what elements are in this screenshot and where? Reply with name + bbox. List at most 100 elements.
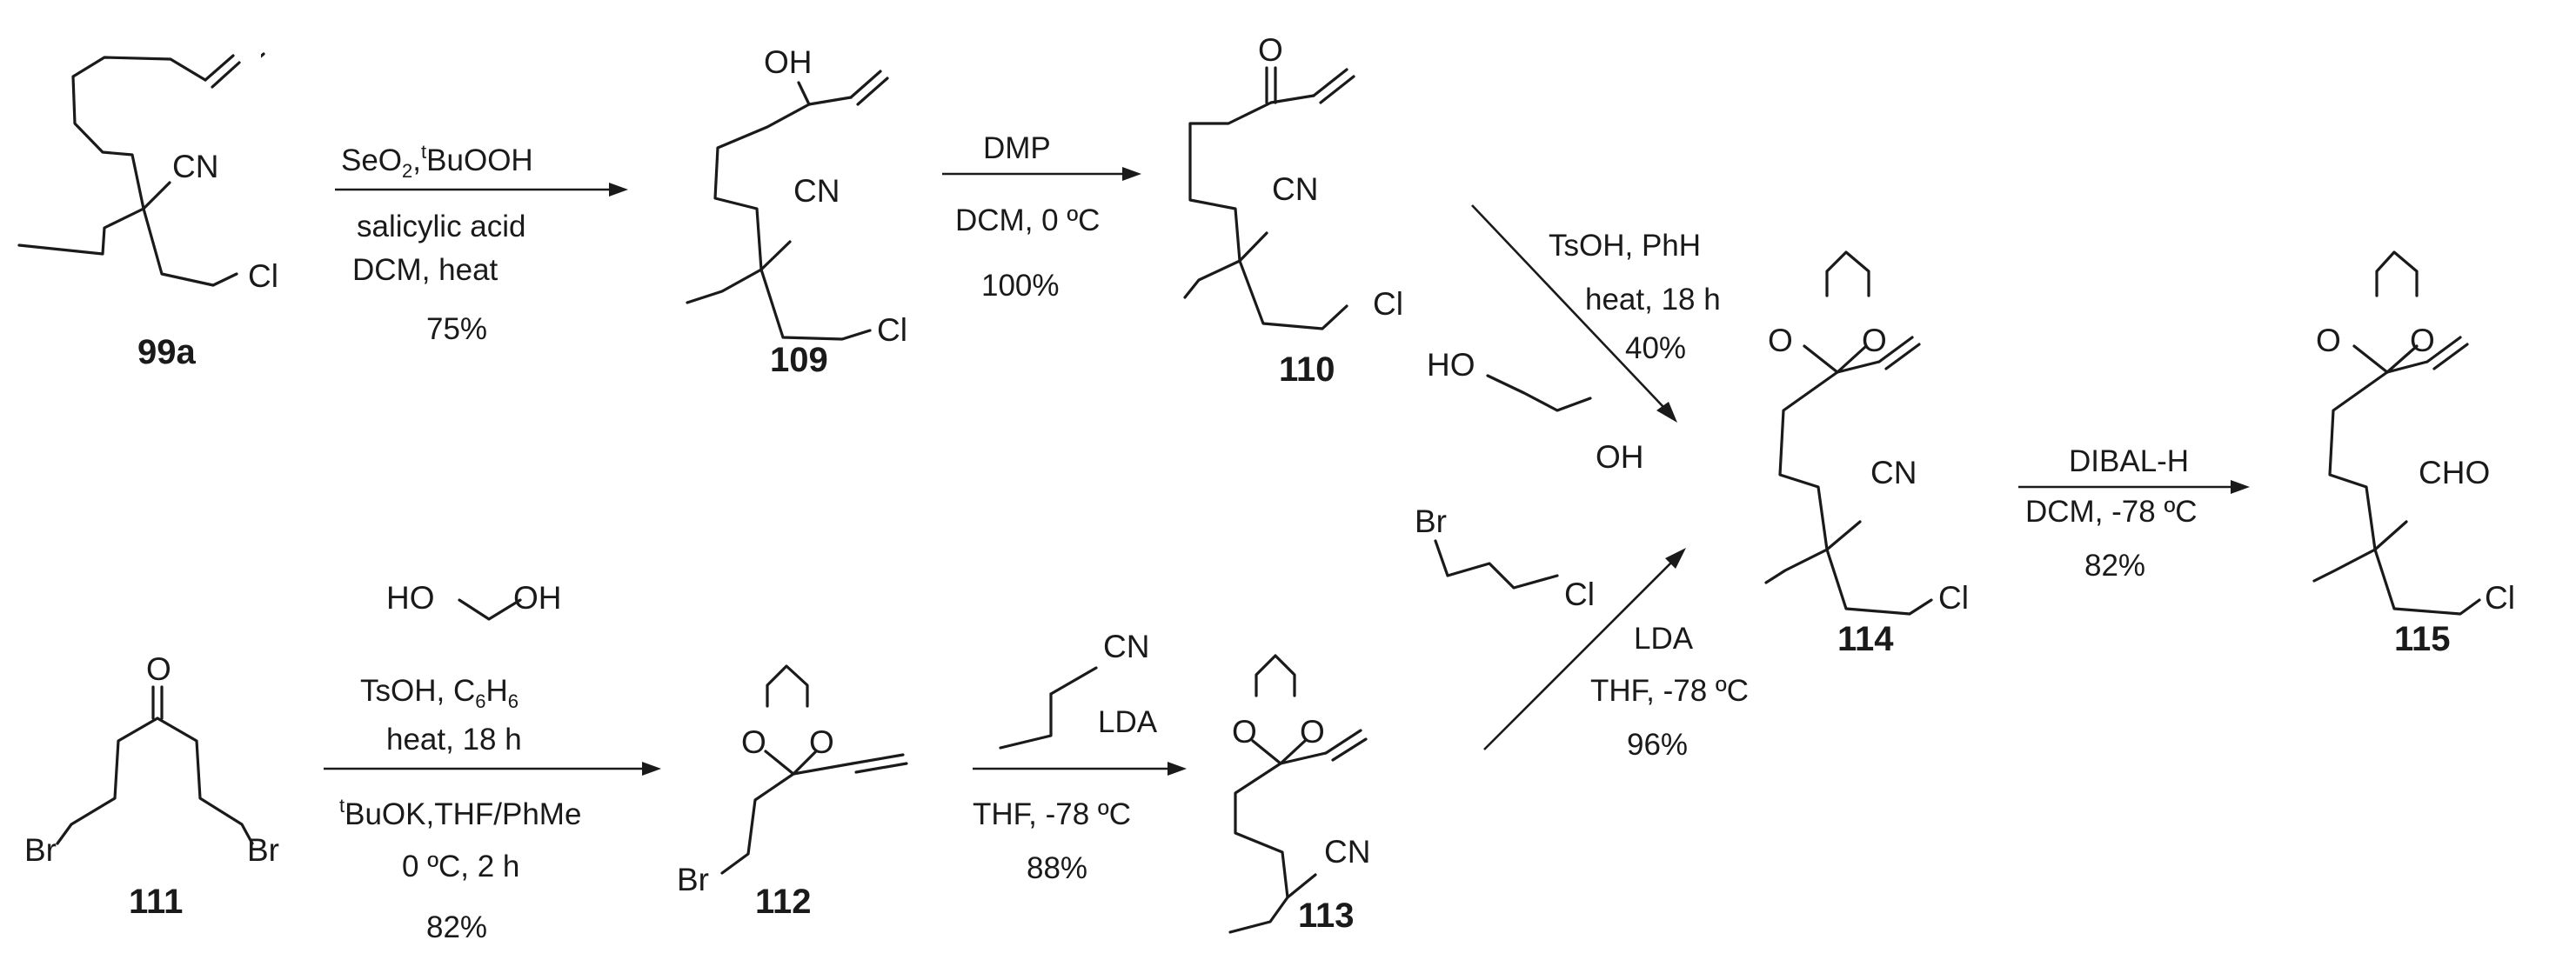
step7-yield: 96% <box>1627 728 1688 762</box>
bond <box>458 598 522 621</box>
ethylene-glycol-reagent <box>1486 374 1592 412</box>
bond <box>1803 344 1839 374</box>
114-cn-label: CN <box>1870 455 1917 490</box>
bond <box>854 762 908 774</box>
bond <box>1228 896 1289 934</box>
step4-yield: 82% <box>2084 549 2145 583</box>
bond <box>1877 336 1914 363</box>
step3-yield: 40% <box>1625 331 1686 365</box>
arrow-head <box>642 762 661 776</box>
bond <box>2328 370 2389 551</box>
arrow-shaft <box>1483 561 1673 750</box>
bond <box>764 750 795 776</box>
arrow-step7 <box>1483 548 1686 750</box>
step5-yield: 82% <box>426 910 487 944</box>
bond <box>71 56 207 210</box>
bond <box>2352 344 2389 374</box>
bond <box>2312 548 2377 583</box>
115-o2-label: O <box>2410 323 2435 358</box>
compound-114 <box>1764 250 1933 616</box>
reagent-br-label: Br <box>1415 503 1447 539</box>
arrow-step5 <box>324 762 661 776</box>
111-compound-id: 111 <box>129 883 183 921</box>
bond <box>2425 336 2462 363</box>
113-o2-label: O <box>1300 714 1325 750</box>
99a-cn-label: CN <box>172 149 218 184</box>
arrow-head <box>1168 762 1187 776</box>
step4-line2: DCM, -78 ºC <box>2025 495 2198 529</box>
111-o-label: O <box>146 651 171 687</box>
bond <box>1251 739 1282 765</box>
step1-line2: salicylic acid <box>357 210 526 243</box>
arrow-head <box>1656 402 1677 423</box>
arrow-step1 <box>335 183 628 197</box>
109-compound-id: 109 <box>770 341 828 379</box>
bond <box>759 240 792 271</box>
bond <box>720 772 795 875</box>
bond <box>156 717 254 845</box>
bond <box>1238 259 1348 330</box>
arrow-step6 <box>973 762 1187 776</box>
glycol-small-oh-label: OH <box>513 580 562 616</box>
bond <box>1238 231 1268 263</box>
arrow-head <box>2231 480 2250 494</box>
butyronitrile-reagent <box>999 666 1098 750</box>
bond <box>807 96 853 106</box>
114-o2-label: O <box>1862 323 1887 358</box>
bond <box>1836 360 1881 374</box>
bond <box>851 753 905 765</box>
bond <box>1279 739 1307 765</box>
arrow-step3 <box>1471 204 1677 423</box>
step1-reagent-line1: SeO2,tBuOOH <box>341 141 533 182</box>
bond <box>1049 666 1098 696</box>
109-cn-label: CN <box>793 173 840 209</box>
113-compound-id: 113 <box>1298 897 1355 935</box>
bond <box>1836 344 1868 374</box>
compound-112 <box>720 664 908 875</box>
bond <box>1331 737 1368 762</box>
step5-line4: 0 ºC, 2 h <box>402 850 519 883</box>
bond <box>142 207 238 287</box>
bond <box>856 77 889 106</box>
99a-compound-id: 99a <box>137 333 196 371</box>
bond <box>1269 94 1315 104</box>
99a-cl-label: Cl <box>248 258 278 294</box>
bond <box>1188 101 1273 263</box>
arrow-head <box>1665 548 1686 569</box>
bond <box>2373 548 2481 616</box>
arrow-head <box>1122 167 1141 181</box>
bond <box>1279 751 1328 765</box>
112-o1-label: O <box>741 724 766 760</box>
114-compound-id: 114 <box>1837 620 1894 658</box>
115-o1-label: O <box>2316 323 2341 358</box>
bond <box>766 664 809 708</box>
109-cl-label: Cl <box>877 312 907 348</box>
step1-line3: DCM, heat <box>352 253 498 287</box>
bromochloropropane-reagent <box>1434 539 1559 590</box>
112-br-label: Br <box>677 862 709 897</box>
step7-line1: LDA <box>1634 622 1694 656</box>
bond <box>797 81 811 106</box>
bond <box>1825 548 1933 616</box>
110-o-label: O <box>1258 32 1283 68</box>
bond <box>2385 344 2419 374</box>
114-o1-label: O <box>1768 323 1793 358</box>
glycol-oh-label: OH <box>1596 439 1644 475</box>
step3-line2: heat, 18 h <box>1585 283 1721 317</box>
bond <box>1825 520 1862 551</box>
bond <box>2373 520 2408 551</box>
110-cl-label: Cl <box>1373 286 1403 322</box>
115-cl-label: Cl <box>2485 580 2515 616</box>
113-cn-label: CN <box>1324 834 1370 870</box>
109-oh-label: OH <box>764 44 813 80</box>
bond <box>2432 343 2469 370</box>
110-cn-label: CN <box>1272 171 1318 207</box>
step6-reagent-lda: LDA <box>1098 705 1158 739</box>
bond <box>1324 729 1362 755</box>
bond <box>759 268 872 341</box>
bond <box>17 207 145 256</box>
step6-line2: THF, -78 ºC <box>973 797 1131 831</box>
111-br2-label: Br <box>247 832 279 868</box>
